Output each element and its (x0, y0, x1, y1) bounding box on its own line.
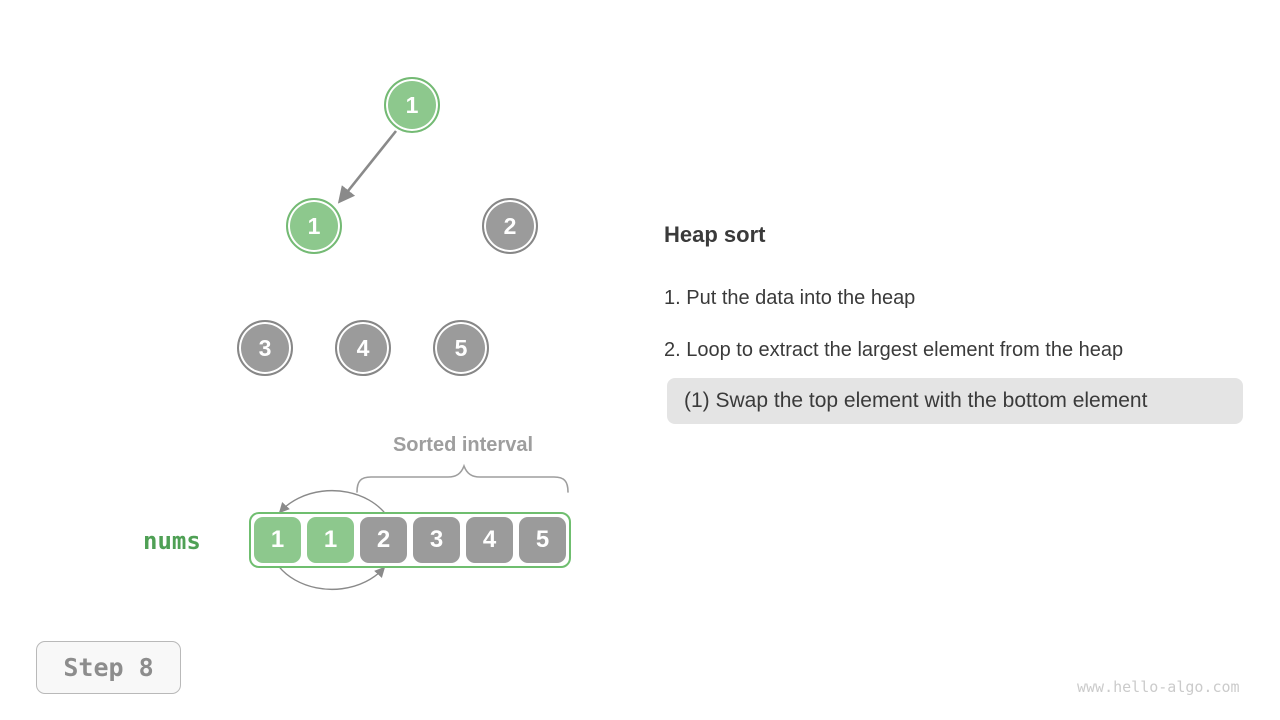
site-watermark: www.hello-algo.com (1077, 678, 1240, 696)
tree-node-value: 1 (307, 212, 321, 239)
array-cell-4: 4 (466, 517, 513, 563)
array-cell-value: 1 (270, 526, 285, 553)
tree-node-value: 2 (503, 212, 517, 239)
tree-node-value: 3 (258, 334, 272, 361)
array-cell-value: 1 (323, 526, 338, 553)
step-badge: Step 8 (36, 641, 181, 694)
sorted-interval-brace (356, 463, 569, 493)
tree-node-right-child: 2 (482, 198, 538, 254)
step-badge-text: Step 8 (63, 653, 154, 682)
array-cell-5: 5 (519, 517, 566, 563)
array-cell-1: 1 (307, 517, 354, 563)
panel-title: Heap sort (664, 222, 766, 247)
tree-node-root: 1 (384, 77, 440, 133)
highlighted-substep-text: (1) Swap the top element with the bottom… (684, 389, 1148, 412)
array-cell-value: 4 (482, 526, 497, 553)
panel-step-2: 2. Loop to extract the largest element f… (664, 339, 1124, 361)
tree-node-left-child: 1 (286, 198, 342, 254)
tree-node-value: 1 (405, 91, 419, 118)
array-cell-3: 3 (413, 517, 460, 563)
tree-swap-arrow (337, 130, 398, 204)
tree-node-leaf-4: 4 (335, 320, 391, 376)
array-cell-0: 1 (254, 517, 301, 563)
array-name-label: nums (143, 527, 201, 555)
array-cell-value: 2 (376, 526, 391, 553)
panel-step-1: 1. Put the data into the heap (664, 287, 916, 309)
tree-node-value: 5 (454, 334, 468, 361)
array-cell-2: 2 (360, 517, 407, 563)
tree-node-value: 4 (356, 334, 370, 361)
array-cell-value: 5 (535, 526, 550, 553)
tree-node-leaf-3: 3 (237, 320, 293, 376)
nums-array: 1 1 2 3 4 5 (249, 512, 571, 568)
sorted-interval-label: Sorted interval (392, 434, 534, 456)
array-cell-value: 3 (429, 526, 444, 553)
tree-node-leaf-5: 5 (433, 320, 489, 376)
highlighted-substep: (1) Swap the top element with the bottom… (667, 378, 1243, 424)
